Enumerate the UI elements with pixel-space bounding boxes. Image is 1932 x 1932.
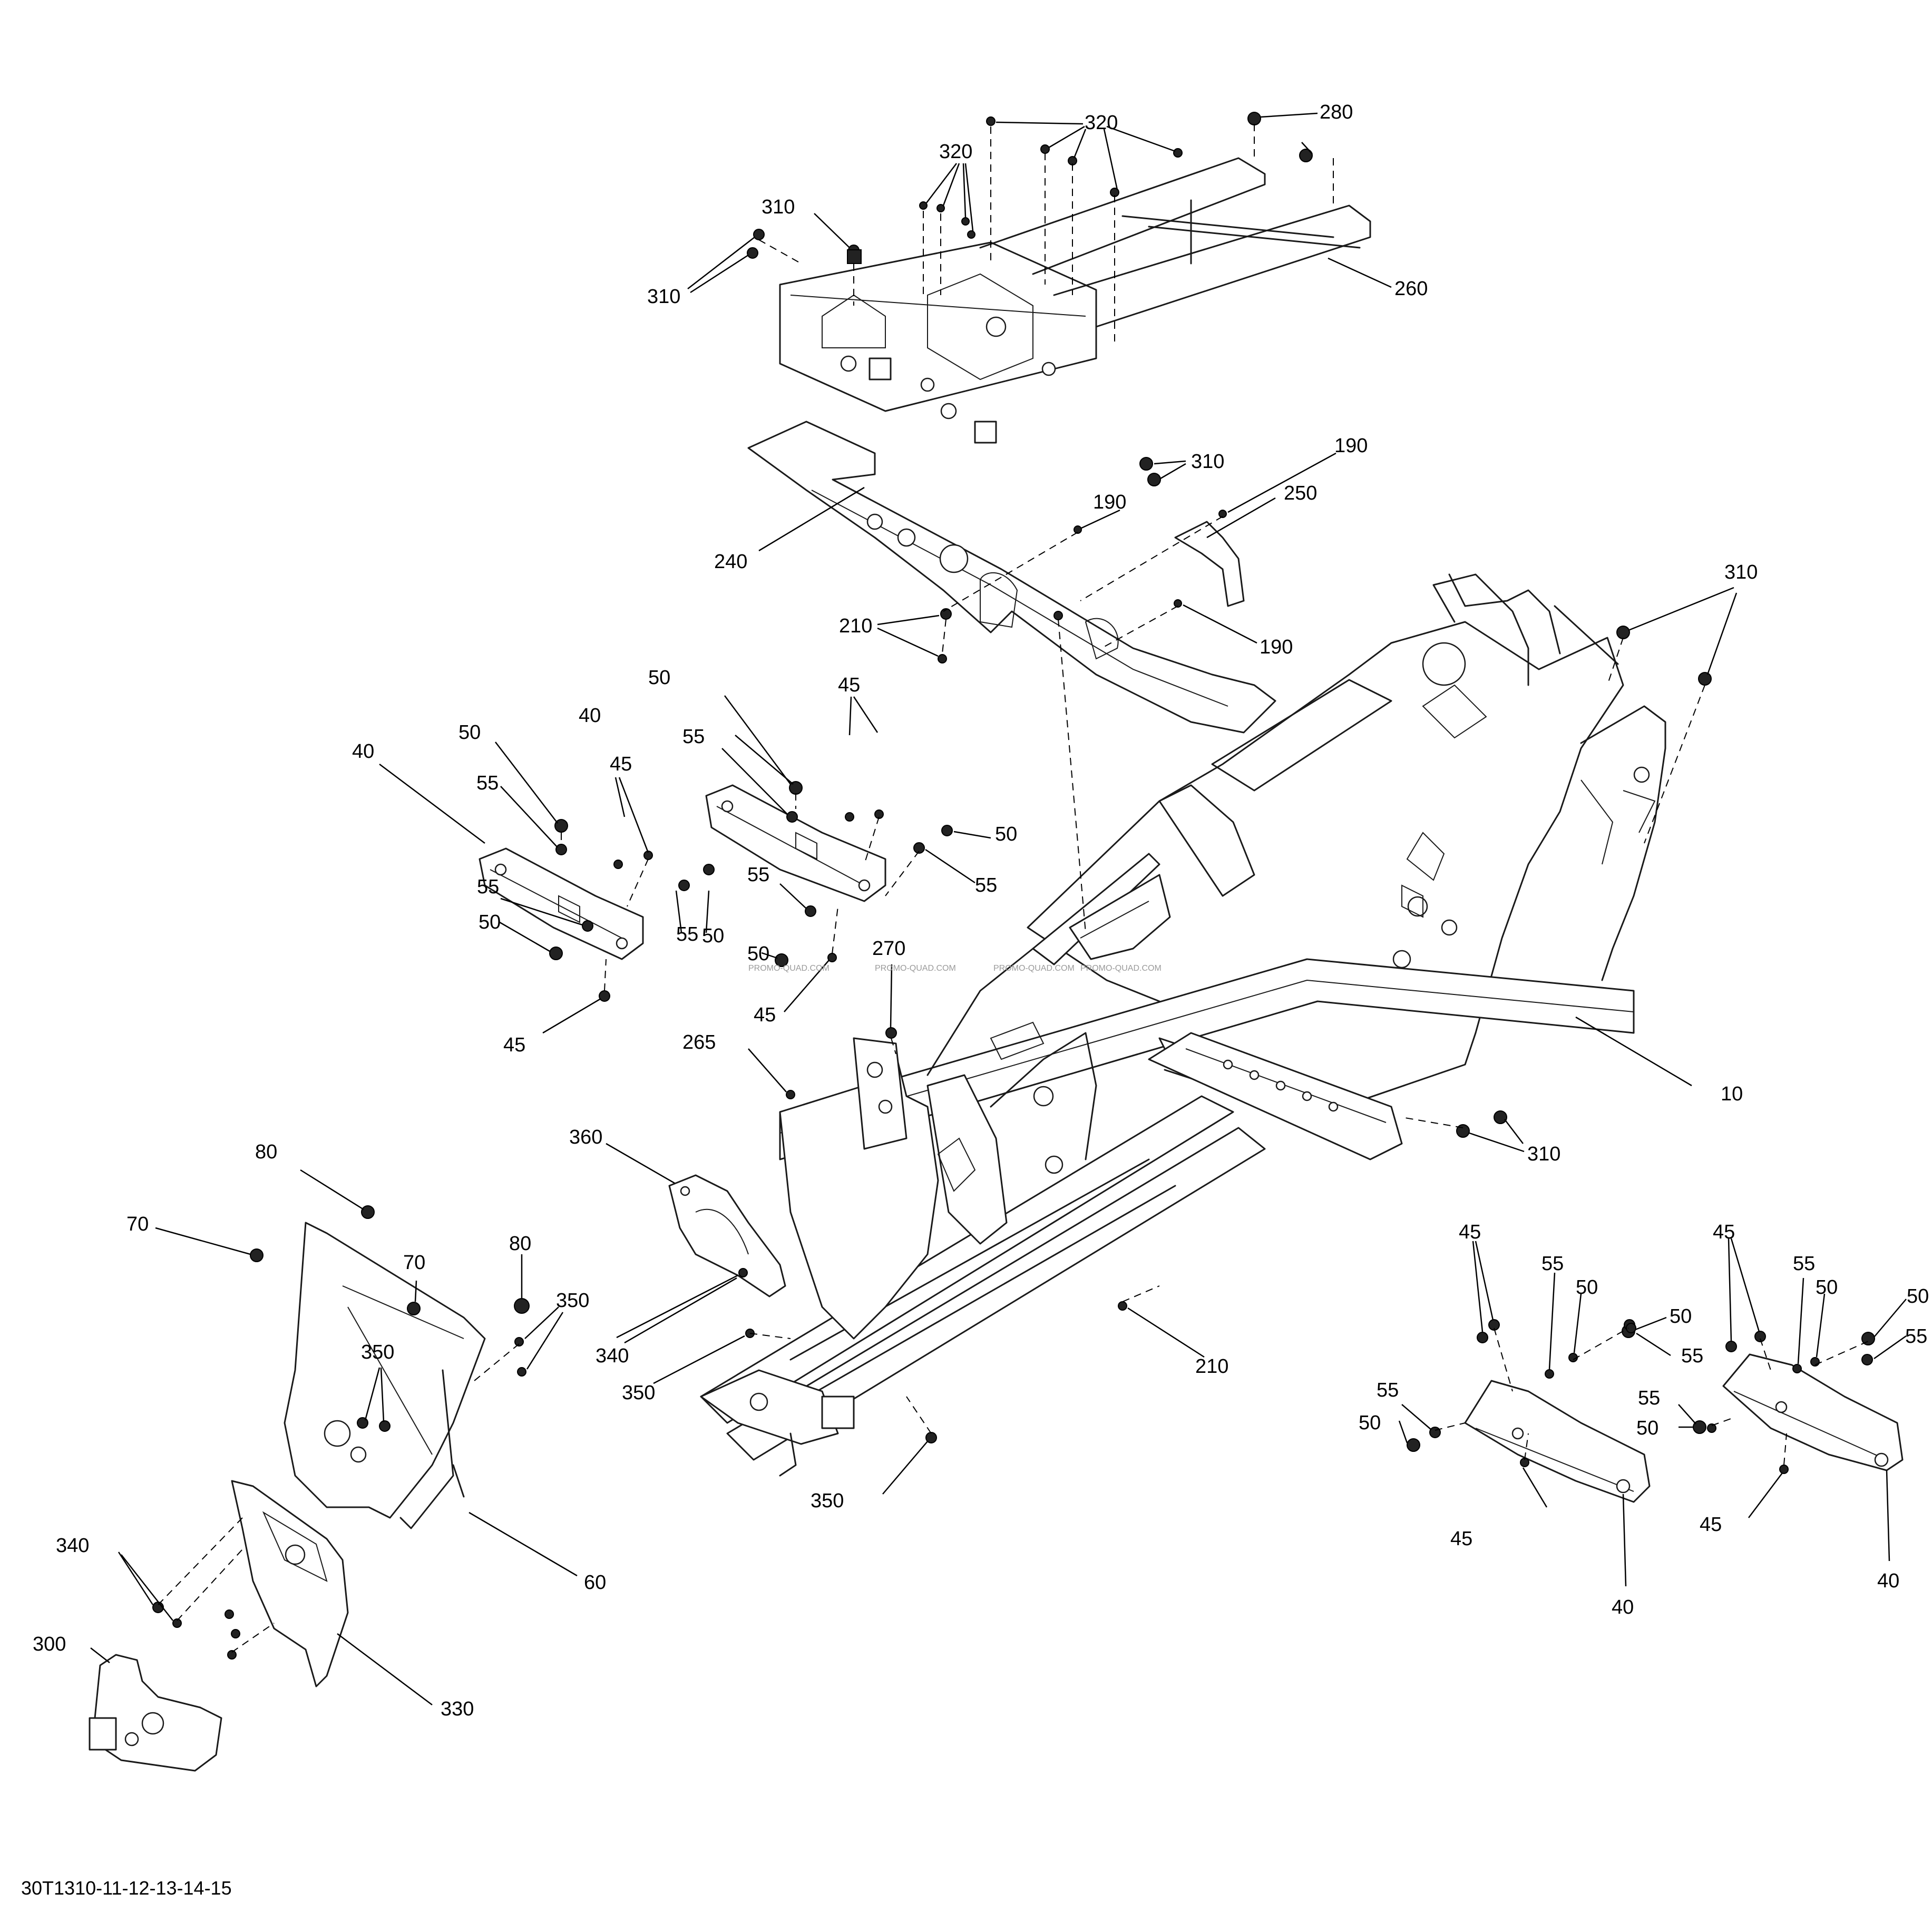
callout-label: 50 [995,823,1017,845]
callout-label: 45 [610,753,632,775]
callout-label: 50 [479,911,501,933]
callout-label: 55 [1377,1379,1399,1401]
callout-label: 350 [811,1490,844,1512]
footrest-bracket-40-d [1722,1353,1904,1471]
leader-lines [90,112,1907,1705]
callout-label: 80 [255,1141,277,1163]
callout-label: 50 [1636,1417,1658,1439]
callout-label: 340 [596,1345,629,1367]
alignment-lines [158,124,1869,1653]
callout-label: 45 [503,1034,525,1056]
callout-label: 50 [1816,1276,1838,1299]
footrest-bracket-40-b [705,784,886,902]
plate-330 [231,1480,349,1687]
bracket-360 [668,1174,786,1297]
rear-subframe-260 [779,157,1371,444]
callout-label: 45 [1459,1221,1481,1243]
callout-label: 50 [648,667,670,689]
callout-label: 350 [556,1290,589,1312]
callout-label: 55 [1905,1325,1927,1348]
callout-label: 55 [477,876,499,898]
footrest-bracket-40-c [1464,1380,1651,1503]
callout-label: 50 [1907,1285,1929,1307]
callout-label: 330 [441,1698,474,1720]
main-frame-10 [700,573,1666,1477]
callout-label: 45 [838,674,860,696]
callout-label: 250 [1284,482,1317,504]
callout-label: 55 [975,874,997,896]
callout-label: 80 [509,1233,531,1255]
callout-labels: 320 280 320 310 310 260 310 190 190 250 … [33,101,1929,1720]
callout-label: 240 [714,551,747,573]
callout-label: 55 [1793,1253,1815,1275]
callout-label: 45 [754,1004,776,1026]
callout-label: 45 [1713,1221,1735,1243]
callout-label: 55 [1638,1387,1660,1409]
watermarks: PROMO-QUAD.COM PROMO-QUAD.COM PROMO-QUAD… [748,964,1162,973]
callout-label: 190 [1093,491,1126,513]
hitch-300 [89,1654,222,1772]
callout-label: 310 [762,196,795,218]
callout-label: 70 [403,1252,425,1274]
callout-label: 280 [1320,101,1353,123]
callout-label: 40 [1877,1570,1899,1592]
callout-label: 350 [361,1341,394,1363]
rear-bracket-240 [747,421,1276,734]
callout-label: 190 [1334,435,1368,457]
callout-label: 60 [584,1572,606,1594]
callout-label: 45 [1700,1514,1722,1536]
callout-label: 210 [839,615,872,637]
callout-label: 40 [352,740,374,763]
bracket-250 [1174,521,1245,607]
callout-label: 265 [682,1031,716,1053]
callout-label: 350 [622,1382,655,1404]
diagram-reference-code: 30T1310-11-12-13-14-15 [21,1877,232,1899]
callout-label: 310 [1191,451,1224,473]
callout-label: 190 [1260,636,1293,658]
callout-label: 50 [1359,1412,1381,1434]
callout-label: 320 [939,141,972,163]
watermark-text: PROMO-QUAD.COM [993,964,1075,973]
callout-label: 320 [1085,112,1118,134]
watermark-text: PROMO-QUAD.COM [1080,964,1162,973]
callout-label: 310 [1724,561,1758,583]
callout-label: 310 [1527,1143,1560,1165]
callout-label: 50 [1576,1276,1598,1299]
callout-label: 50 [1670,1305,1692,1328]
callout-label: 210 [1195,1355,1228,1378]
callout-label: 260 [1394,278,1428,300]
callout-label: 55 [1681,1345,1703,1367]
callout-label: 55 [1541,1253,1564,1275]
front-support-60 [284,1222,486,1529]
callout-label: 55 [476,772,499,794]
callout-label: 50 [458,721,481,744]
footrest-bracket-40-a [479,847,644,960]
callout-label: 45 [1450,1528,1472,1550]
callout-label: 40 [1612,1596,1634,1618]
fasteners [152,112,1875,1660]
watermark-text: PROMO-QUAD.COM [875,964,956,973]
callout-label: 270 [872,938,905,960]
callout-label: 310 [647,286,680,308]
callout-label: 50 [747,943,769,965]
callout-label: 55 [682,726,705,748]
watermark-text: PROMO-QUAD.COM [748,964,830,973]
callout-label: 10 [1721,1083,1743,1105]
callout-label: 340 [56,1535,89,1557]
callout-label: 55 [676,923,698,945]
callout-label: 360 [569,1126,602,1148]
callout-label: 55 [747,864,769,886]
callout-label: 40 [579,705,601,727]
callout-label: 50 [702,925,724,947]
callout-label: 70 [126,1213,149,1235]
callout-label: 300 [33,1633,66,1655]
